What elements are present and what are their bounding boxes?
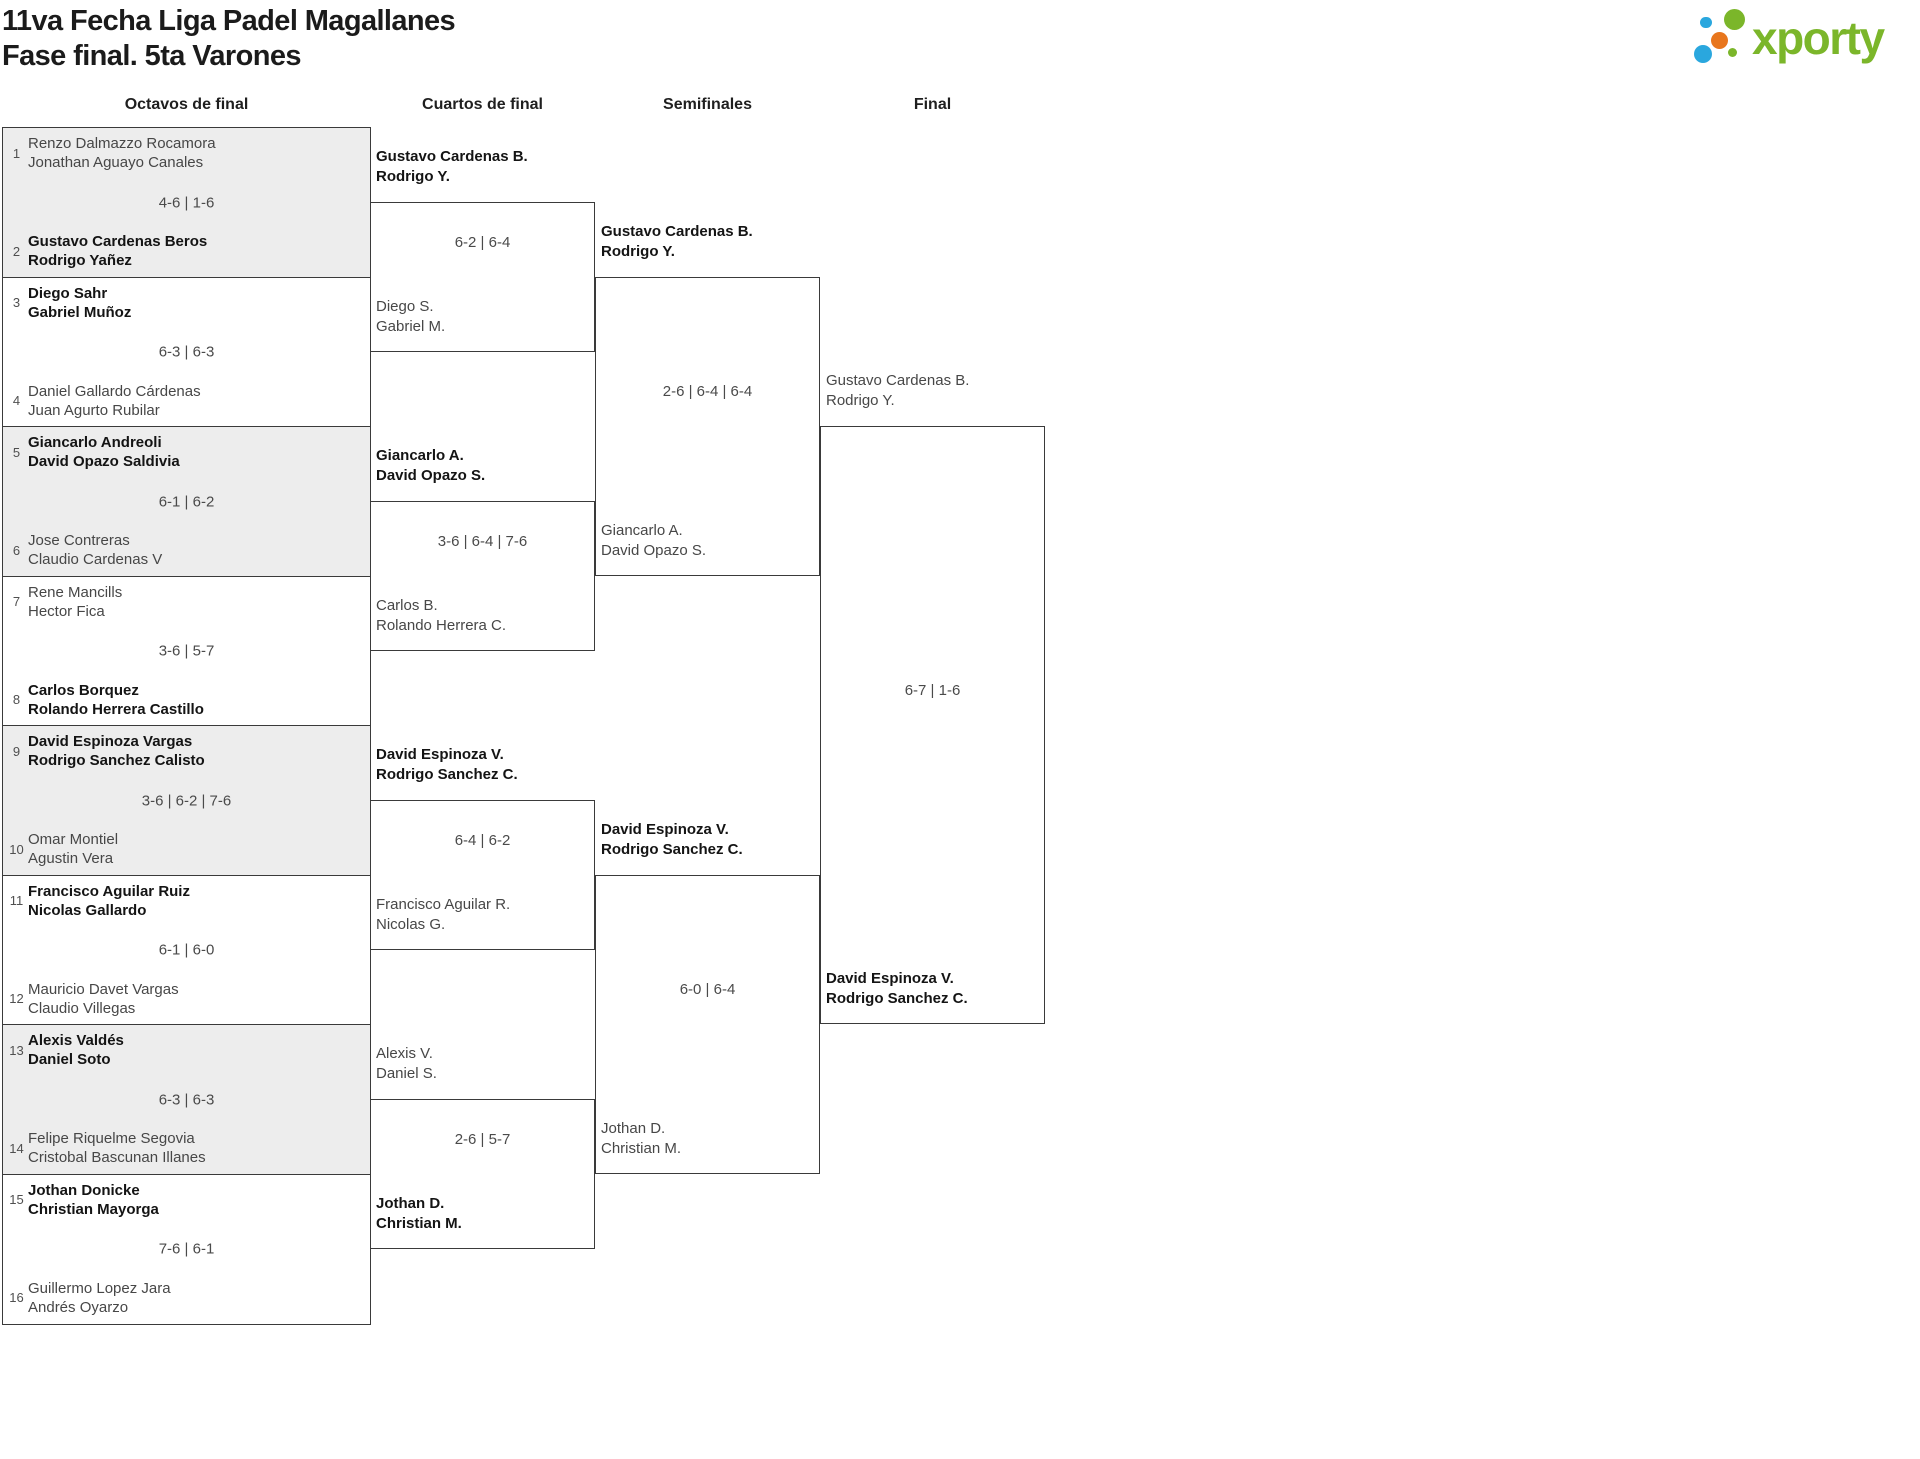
seed-number: 13: [9, 1042, 24, 1058]
round-header-cuartos: Cuartos de final: [422, 96, 543, 113]
team-label: David Espinoza V.Rodrigo Sanchez C.: [376, 746, 518, 783]
xporty-logo[interactable]: xporty: [1690, 0, 1915, 75]
round-header-semifinales: Semifinales: [663, 96, 752, 113]
match-box-cuartos-2: [370, 501, 595, 651]
match-box-cuartos-1: [370, 202, 595, 352]
seed-number: 1: [12, 145, 21, 161]
seed-number: 4: [12, 393, 21, 408]
match-score: 3-6 | 5-7: [158, 642, 215, 660]
seed-number: 8: [12, 692, 21, 707]
xporty-logo-text: xporty: [1752, 12, 1885, 64]
team-label: David Espinoza V.Rodrigo Sanchez C.: [601, 820, 743, 858]
round-header-octavos: Octavos de final: [124, 96, 249, 113]
match-score: 6-0 | 6-4: [679, 981, 736, 998]
team-label: Gustavo Cardenas B.Rodrigo Y.: [826, 372, 970, 409]
seed-number: 16: [9, 1290, 24, 1305]
match-box-final: [820, 426, 1045, 1024]
team-label: Carlos B.Rolando Herrera C.: [376, 596, 507, 634]
title-line-1: 11va Fecha Liga Padel Magallanes: [2, 5, 456, 37]
match-score: 3-6 | 6-4 | 7-6: [437, 532, 528, 550]
match-score: 6-3 | 6-3: [158, 1091, 215, 1108]
title-line-2: Fase final. 5ta Varones: [2, 40, 302, 72]
match-score: 2-6 | 6-4 | 6-4: [662, 383, 753, 400]
team-label: Diego S.Gabriel M.: [376, 297, 446, 335]
seed-number: 9: [12, 743, 21, 759]
seed-number: 10: [9, 841, 24, 857]
match-score: 6-4 | 6-2: [454, 831, 511, 849]
logo-dot-blue-big: [1694, 44, 1712, 63]
seed-number: 15: [9, 1192, 24, 1207]
team-label: Giancarlo A.David Opazo S.: [376, 447, 486, 484]
team-label: Francisco Aguilar R.Nicolas G.: [376, 895, 511, 933]
match-score: 7-6 | 6-1: [158, 1240, 215, 1258]
team-label: Gustavo Cardenas B.Rodrigo Y.: [601, 222, 753, 260]
match-box-cuartos-3: [370, 800, 595, 950]
team-label: Gustavo Cardenas B.Rodrigo Y.: [376, 148, 528, 185]
match-score: 6-2 | 6-4: [454, 233, 511, 251]
match-box-cuartos-4: [370, 1099, 595, 1249]
seed-number: 6: [12, 542, 21, 558]
seed-number: 2: [12, 243, 21, 259]
seed-number: 14: [9, 1140, 24, 1156]
logo-dot-blue-small: [1700, 16, 1712, 28]
logo-dot-green-small: [1727, 47, 1737, 57]
team-label: Alexis V.Daniel S.: [376, 1045, 437, 1082]
team-label: Giancarlo A.David Opazo S.: [601, 521, 707, 559]
seed-number: 11: [9, 893, 24, 908]
round-header-final: Final: [913, 96, 952, 113]
match-box-semifinal-1: [595, 276, 820, 576]
match-score: 4-6 | 1-6: [158, 194, 215, 211]
match-score: 6-3 | 6-3: [158, 343, 215, 361]
match-score: 6-1 | 6-2: [158, 493, 215, 510]
logo-dot-orange: [1711, 32, 1728, 49]
team-label: Jothan D.Christian M.: [601, 1119, 682, 1157]
match-score: 2-6 | 5-7: [454, 1130, 511, 1148]
seed-number: 5: [12, 444, 21, 460]
seed-number: 7: [12, 594, 21, 609]
match-score: 6-7 | 1-6: [904, 682, 961, 699]
seed-number: 12: [9, 991, 24, 1006]
team-label: David Espinoza V.Rodrigo Sanchez C.: [826, 970, 968, 1007]
seed-number: 3: [12, 295, 21, 310]
match-score: 3-6 | 6-2 | 7-6: [141, 792, 232, 809]
page-title: 11va Fecha Liga Padel Magallanes Fase fi…: [2, 4, 456, 74]
match-score: 6-1 | 6-0: [158, 941, 215, 959]
team-label: Jothan D.Christian M.: [376, 1194, 462, 1232]
match-box-semifinal-2: [595, 874, 820, 1174]
logo-dot-green-big: [1724, 8, 1745, 30]
